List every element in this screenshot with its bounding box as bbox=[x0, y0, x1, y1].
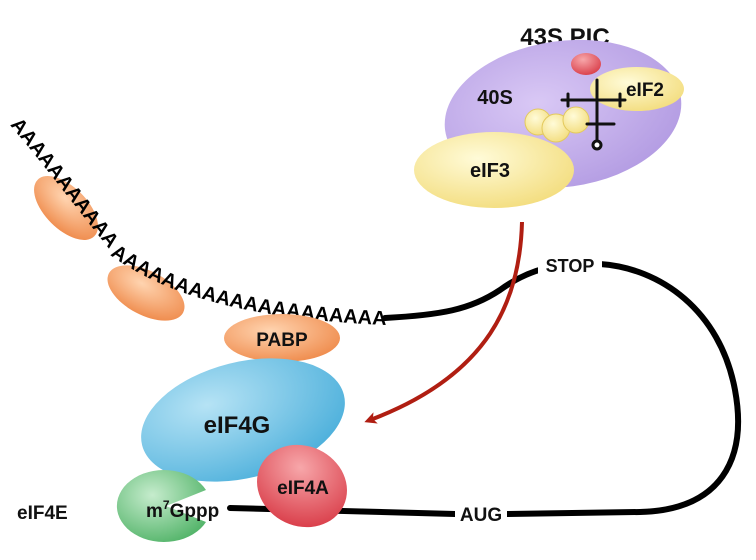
eif2-label: eIF2 bbox=[626, 80, 664, 101]
eif4g-label: eIF4G bbox=[204, 412, 271, 439]
recruitment-arrow bbox=[364, 221, 524, 424]
aug-label: AUG bbox=[460, 505, 502, 526]
eif3-label: eIF3 bbox=[470, 160, 510, 182]
stop-label: STOP bbox=[546, 256, 595, 276]
pabp-blob-2 bbox=[107, 265, 185, 321]
met-trna-amino-acid bbox=[571, 53, 601, 75]
eif4a-label: eIF4A bbox=[277, 478, 329, 499]
eif4e-protein bbox=[116, 469, 206, 542]
pabp-protein bbox=[224, 314, 340, 362]
mrna-5prime-segment bbox=[227, 505, 458, 517]
eif3-protein bbox=[414, 132, 574, 208]
eif4a-protein bbox=[257, 444, 347, 528]
pabp-blob-1 bbox=[34, 176, 98, 240]
ribosome-40s-label: 40S bbox=[477, 87, 513, 109]
mrna-strand bbox=[382, 260, 741, 517]
eif1-sphere-3 bbox=[562, 106, 590, 134]
pabp-label: PABP bbox=[256, 330, 308, 351]
aug-label-bg bbox=[455, 502, 507, 526]
met-trna-icon bbox=[560, 78, 627, 151]
eif4e-label: eIF4E bbox=[17, 503, 68, 524]
cap-label: m7Gppp bbox=[146, 498, 219, 522]
stop-label-bg bbox=[538, 253, 602, 277]
